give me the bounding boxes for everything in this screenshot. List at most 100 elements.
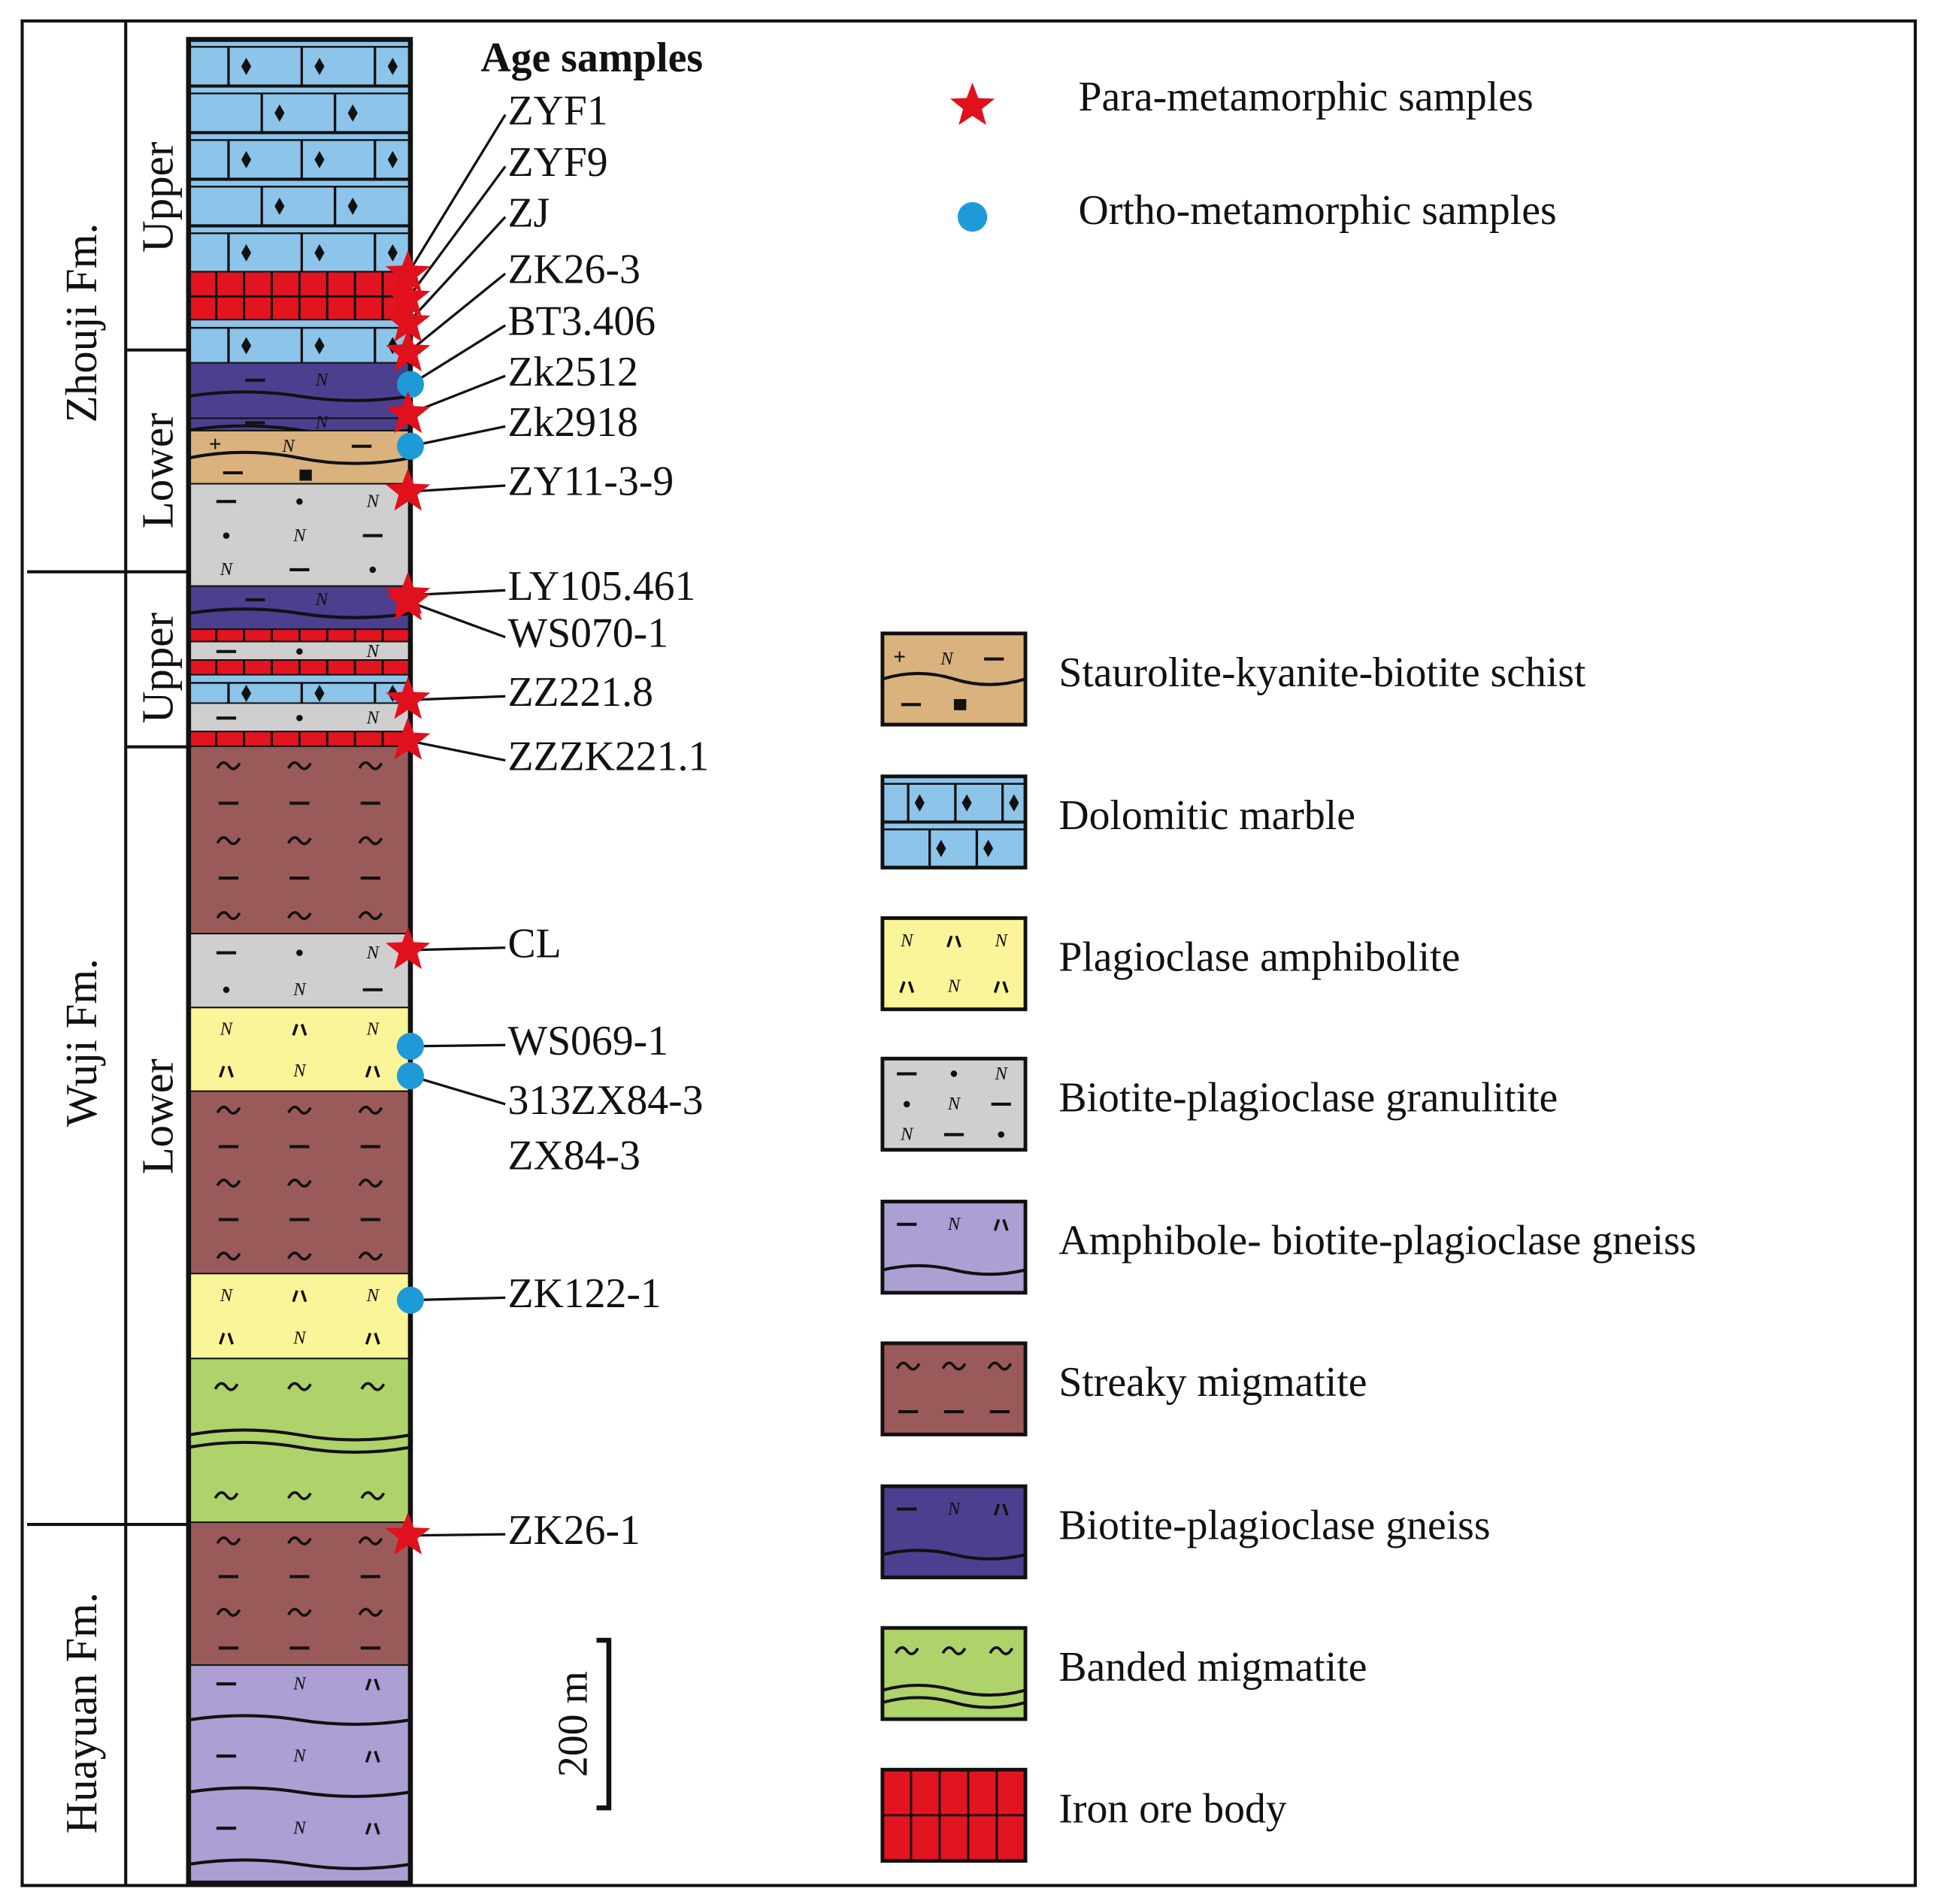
- legend-item-dolomitic-marble: Dolomitic marble: [880, 774, 1355, 870]
- star-icon: [386, 577, 431, 621]
- svg-text:N: N: [900, 931, 914, 951]
- caret-mark: [993, 1218, 1009, 1231]
- sample-label: ZZ221.8: [507, 669, 653, 716]
- wavy-line: [188, 1440, 410, 1454]
- tilde-mark: [360, 1491, 386, 1500]
- svg-text:N: N: [947, 976, 961, 997]
- formation-label-wuji: Wuji Fm.: [56, 958, 106, 1127]
- sample-leader-line: [407, 695, 506, 701]
- column-layer-staurolite-schist: +N: [188, 431, 410, 486]
- tilde-mark: [213, 1491, 239, 1500]
- legend-label: Plagioclase amphibolite: [1058, 934, 1460, 981]
- formation-labels: Zhouji Fm. Wuji Fm. Huayuan Fm.: [56, 223, 106, 1834]
- caret-mark: [365, 1332, 380, 1345]
- sample-leader-line: [407, 600, 506, 639]
- sample-label: ZY11-3-9: [507, 459, 674, 505]
- sample-leader-line: [410, 425, 506, 448]
- column-layer-bp-gneiss: N: [188, 363, 410, 421]
- wavy-line: [188, 1714, 410, 1726]
- wavy-line: [188, 607, 410, 619]
- tilde-mark: [358, 1252, 383, 1261]
- sample-leader-line: [410, 324, 507, 386]
- tilde-mark: [287, 1105, 312, 1115]
- layer-fill: [188, 39, 410, 273]
- caret-mark: [365, 1823, 380, 1835]
- svg-text:N: N: [366, 943, 380, 963]
- sample-label: ZYF9: [507, 139, 607, 186]
- tilde-mark: [358, 761, 383, 770]
- column-layer-dolomitic-marble: [188, 320, 410, 365]
- tilde-mark: [287, 911, 312, 921]
- legend-label: Streaky migmatite: [1058, 1359, 1367, 1406]
- svg-text:N: N: [995, 931, 1009, 951]
- legend-item-plagioclase-amphibolite: N N N Plagioclase amphibolite: [880, 916, 1460, 1012]
- tilde-mark: [941, 1361, 967, 1371]
- legend-swatch-border: [880, 1200, 1028, 1295]
- legend-swatch-border: [880, 1767, 1028, 1863]
- column-layer-dolomitic-marble: [188, 39, 410, 274]
- circle-icon: [396, 1062, 424, 1090]
- sample-label: ZK122-1: [507, 1270, 661, 1317]
- circle-icon: [396, 1032, 424, 1060]
- svg-text:N: N: [292, 979, 307, 1000]
- tilde-mark: [941, 1646, 967, 1656]
- column-layer-iron-ore: [188, 661, 410, 677]
- column-layer-granulitite: N: [188, 704, 410, 734]
- tilde-mark: [216, 1607, 241, 1617]
- svg-text:N: N: [366, 1019, 380, 1039]
- wavy-line: [188, 390, 410, 402]
- column-layer-granulitite: NNN: [188, 484, 410, 589]
- legend-swatch: [882, 1201, 1026, 1293]
- member-labels: Upper Lower Upper Lower: [133, 141, 183, 1174]
- sample-leader-line: [407, 946, 506, 952]
- schist-mark: [953, 699, 967, 710]
- age-samples-title: Age samples: [480, 35, 703, 81]
- sample-label: WS070-1: [507, 610, 668, 656]
- sample-type-legend: Para-metamorphic samplesOrtho-metamorphi…: [949, 74, 1557, 234]
- svg-text:N: N: [315, 370, 329, 390]
- dot-mark: [296, 648, 303, 655]
- svg-text:N: N: [292, 1327, 307, 1348]
- tilde-mark: [213, 1382, 239, 1391]
- legend-label: Iron ore body: [1058, 1785, 1286, 1832]
- tilde-mark: [287, 1382, 312, 1391]
- caret-mark: [365, 1751, 380, 1763]
- caret-mark: [292, 1290, 307, 1303]
- legend-label: Banded migmatite: [1058, 1644, 1367, 1691]
- tilde-mark: [894, 1646, 919, 1656]
- star-icon: [386, 677, 431, 719]
- svg-text:N: N: [900, 1125, 914, 1145]
- column-layer-granulitite: NN: [188, 934, 410, 1010]
- legend-label: Biotite-plagioclase granulitite: [1058, 1074, 1558, 1121]
- sample-label: ZJ: [507, 189, 550, 236]
- svg-text:N: N: [281, 436, 295, 456]
- star-icon: [949, 82, 995, 126]
- caret-mark: [365, 1065, 380, 1078]
- svg-text:N: N: [947, 1499, 961, 1519]
- legend-item-iron-ore: Iron ore body: [880, 1767, 1287, 1863]
- tilde-mark: [989, 1646, 1014, 1656]
- dot-mark: [369, 566, 377, 574]
- circle-icon: [396, 371, 424, 398]
- dot-mark: [223, 532, 230, 539]
- tilde-mark: [287, 1607, 312, 1617]
- legend-swatch-border: [880, 631, 1028, 727]
- legend-swatch: [882, 918, 1026, 1010]
- circle-icon: [957, 201, 988, 232]
- sample-legend-label: Ortho-metamorphic samples: [1079, 187, 1557, 234]
- sample-legend-para: Para-metamorphic samples: [949, 74, 1534, 126]
- tilde-mark: [360, 1382, 386, 1391]
- sample-leader-line: [407, 114, 507, 274]
- column-layer-banded-migmatite: [188, 1359, 410, 1525]
- legend-label: Biotite-plagioclase gneiss: [1058, 1502, 1490, 1548]
- schist-mark: [299, 469, 312, 481]
- column-layer-granulitite: N: [188, 641, 410, 663]
- diamond-mark: [274, 197, 285, 215]
- svg-text:N: N: [940, 649, 954, 669]
- sample-label: ZYF1: [507, 87, 607, 134]
- svg-text:N: N: [366, 1285, 380, 1306]
- scale-bar-line: [596, 1637, 612, 1811]
